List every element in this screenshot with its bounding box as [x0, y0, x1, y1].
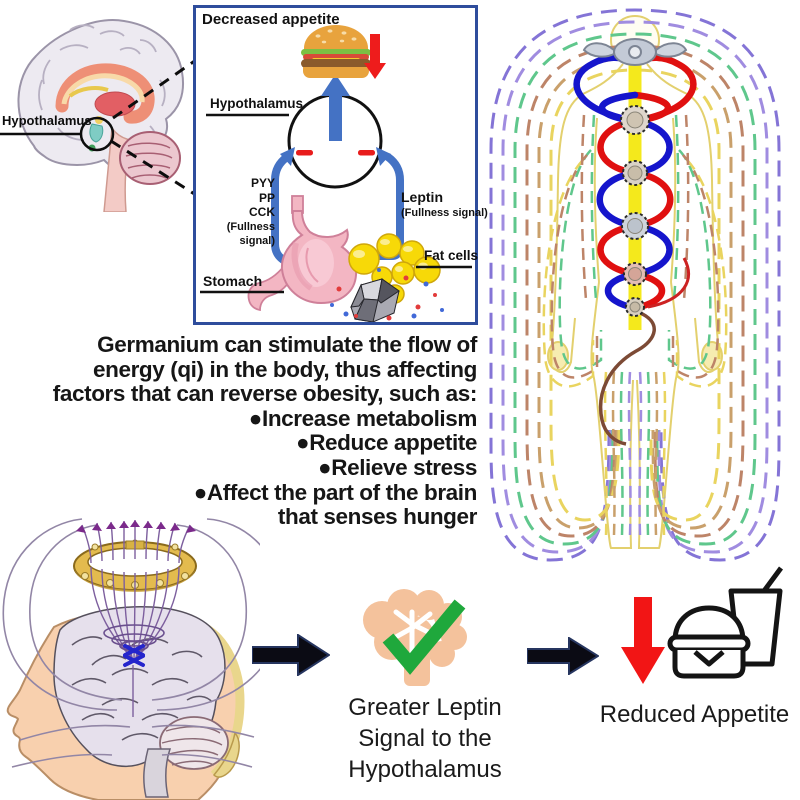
- burger-drink-icon: [667, 563, 793, 687]
- focus-point-marks: [123, 644, 145, 667]
- up-arrow-icon: [321, 74, 350, 141]
- brain-illustration: [0, 19, 196, 212]
- pp-label: PP: [258, 190, 275, 205]
- sulci-lines: [71, 636, 213, 741]
- callout-dashed-lines: [110, 58, 196, 197]
- checkmark: [382, 599, 466, 675]
- field-loop-lines: [2, 518, 260, 768]
- leptin-signal-label: Greater Leptin Signal to the Hypothalamu…: [330, 692, 520, 785]
- reduced-appetite-label: Reduced Appetite: [599, 701, 790, 728]
- appetite-diagram-graphics: [200, 25, 472, 322]
- arm-energy-loops: [542, 149, 728, 388]
- claim-bullet: ●Increase metabolism: [248, 405, 478, 431]
- minus-icon: [358, 150, 375, 156]
- burger-icon: [301, 25, 371, 78]
- leptin-signal-label-line: Hypothalamus: [348, 756, 502, 783]
- arrowhead: [376, 147, 391, 166]
- chakra-icons: [620, 105, 650, 317]
- decreased-appetite-diagram: Decreased appetite Hypothalamus PYY PP C…: [193, 5, 488, 325]
- claim-line: Germanium can stimulate the flow of: [97, 332, 477, 357]
- claim-line: energy (qi) in the body, thus affecting: [93, 356, 477, 382]
- leptin-label: Leptin: [401, 189, 443, 205]
- claim-bullet: ●Affect the part of the brain: [193, 479, 478, 505]
- energy-meridian-body-figure: [488, 0, 800, 575]
- claim-bullet: ●Relieve stress: [318, 454, 477, 480]
- cck-label: CCK: [249, 205, 275, 219]
- brain-branches: [391, 609, 443, 659]
- outline-burger: [667, 605, 751, 679]
- claim-line: factors that can reverse obesity, such a…: [52, 381, 478, 407]
- fullness-signal-label: (Fullness signal): [401, 207, 488, 219]
- arrowhead: [280, 147, 295, 166]
- satiety-signals-right-label: Leptin (Fullness signal): [401, 189, 488, 221]
- energy-curve: [647, 257, 690, 309]
- hypothalamus-label: Hypothalamus: [2, 113, 92, 128]
- skull-band-end: [212, 731, 240, 778]
- minus-icon: [296, 150, 313, 156]
- down-arrow-icon: [364, 34, 386, 79]
- claim-bullet: ●Reduce appetite: [296, 430, 477, 456]
- satiety-signals-left-label: PYY PP CCK (Fullness signal): [196, 176, 275, 249]
- leg-energy-lines: [580, 114, 690, 536]
- field-arrowheads: [76, 520, 196, 533]
- right-arrow-icon: [252, 634, 330, 676]
- red-down-arrow-icon: [621, 597, 665, 685]
- hypothalamus-label: Hypothalamus: [210, 96, 304, 111]
- brain-sagittal-inset: Hypothalamus: [0, 0, 196, 212]
- leptin-signal-label-line: Greater Leptin: [348, 694, 502, 721]
- claim-bullet-cont: that senses hunger: [277, 504, 478, 530]
- bracelet-over-head-illustration: [2, 505, 260, 800]
- right-arrow-icon: [527, 637, 599, 675]
- convergence-rings: [103, 624, 165, 652]
- stomach-illustration: [247, 195, 358, 312]
- leptin-signal-label-line: Signal to the: [358, 725, 492, 752]
- fullness-signal-label: (Fullness signal): [226, 220, 275, 248]
- corpus-callosum: [55, 63, 155, 124]
- fat-cells-label: Fat cells: [424, 248, 479, 263]
- box-title: Decreased appetite: [202, 11, 340, 28]
- germanium-rock-icon: [350, 278, 400, 322]
- stomach-label: Stomach: [203, 273, 263, 289]
- cerebellum: [119, 131, 181, 185]
- thalamus: [94, 91, 136, 117]
- particle-dots: [330, 268, 444, 321]
- pyy-label: PYY: [250, 176, 275, 190]
- claim-text-block: Germanium can stimulate the flow of ener…: [0, 332, 478, 530]
- crown-chakra-icon: [582, 38, 688, 66]
- kundalini-line: [599, 310, 656, 446]
- brain-checkmark-icon: [352, 584, 472, 688]
